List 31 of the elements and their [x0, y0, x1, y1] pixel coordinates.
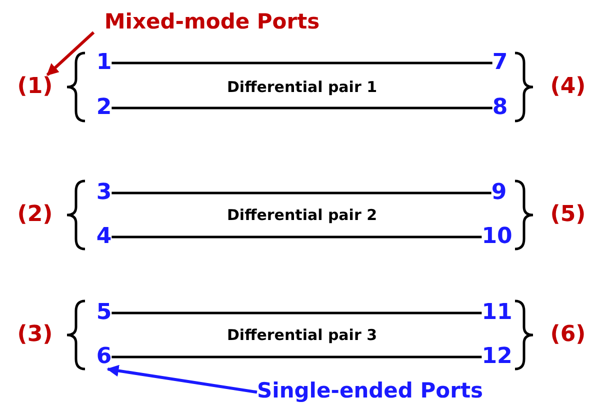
arrow: [46, 31, 95, 76]
port-number: 4: [96, 224, 112, 250]
port-number: 5: [96, 300, 112, 326]
port-number: 11: [482, 300, 512, 326]
callout-text: Mixed-mode Ports: [104, 10, 320, 34]
mixed-mode-port-number: (2): [17, 202, 53, 228]
transmission-line: [112, 312, 482, 314]
port-number: 12: [482, 344, 512, 370]
port-number: 1: [96, 50, 112, 76]
pair-label: Differential pair 3: [226, 326, 378, 344]
transmission-line: [112, 106, 492, 110]
mixed-mode-port-number: (3): [17, 322, 53, 348]
port-number: 10: [482, 224, 512, 250]
arrow: [106, 364, 258, 394]
transmission-line: [112, 356, 482, 358]
port-number: 3: [96, 180, 112, 206]
callout-text: Single-ended Ports: [257, 379, 483, 403]
transmission-line: [112, 236, 482, 238]
port-number: 2: [96, 96, 112, 120]
port-number: 7: [492, 50, 508, 76]
transmission-line: [112, 62, 492, 64]
transmission-line: [112, 192, 492, 194]
port-number: 9: [491, 180, 507, 206]
mixed-mode-port-number: (4): [550, 74, 586, 100]
pair-label: Differential pair 1: [226, 78, 378, 96]
mixed-mode-port-number: (6): [550, 322, 586, 348]
port-number: 8: [492, 96, 508, 120]
mixed-mode-port-number: (1): [17, 74, 53, 100]
pair-label: Differential pair 2: [226, 206, 378, 224]
port-number: 6: [96, 344, 112, 370]
mixed-mode-port-number: (5): [550, 202, 586, 228]
